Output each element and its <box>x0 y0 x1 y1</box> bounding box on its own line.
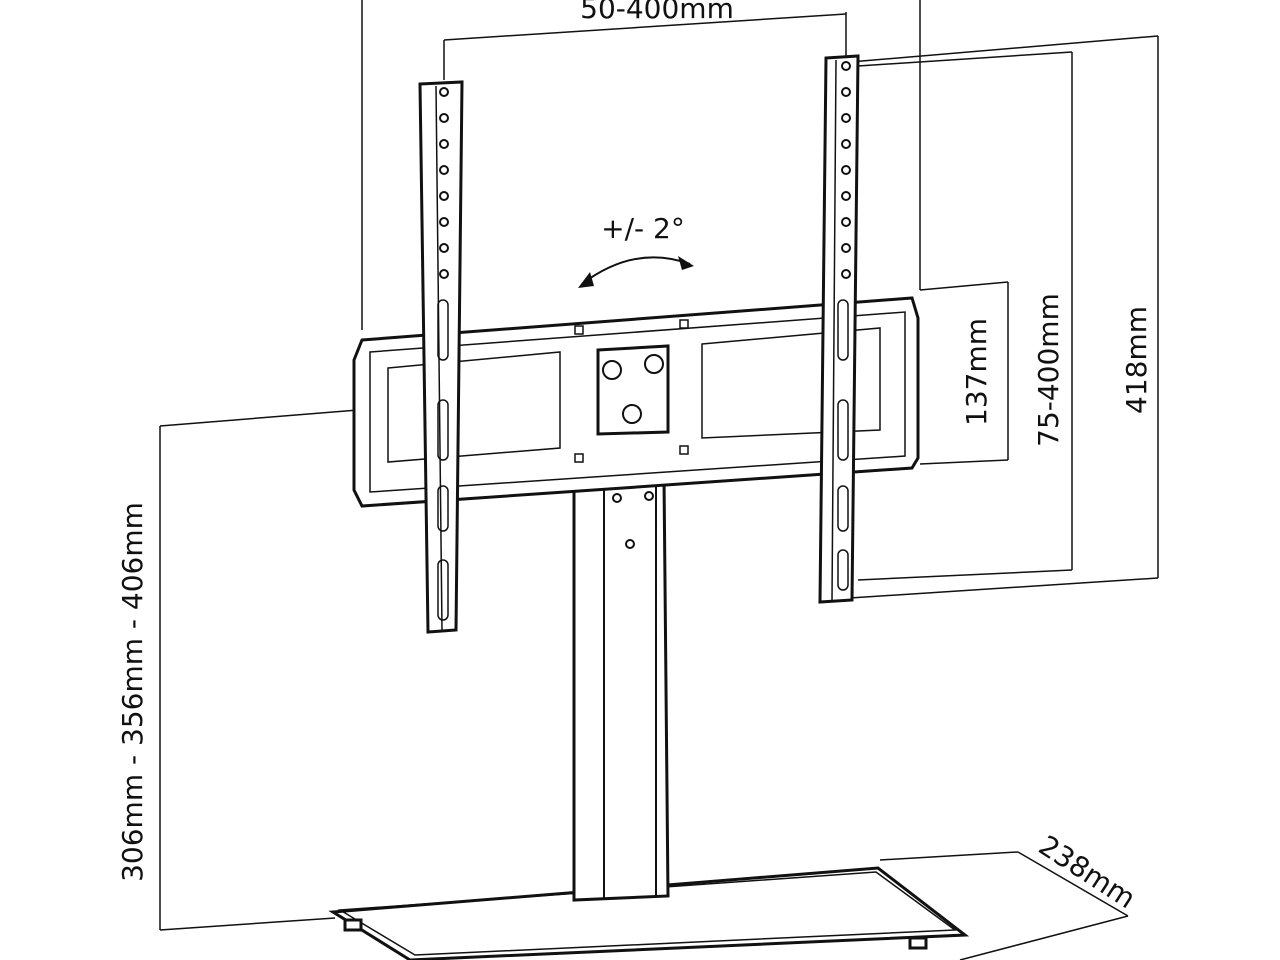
right-vertical-arm <box>818 54 860 604</box>
base-plate <box>328 866 970 960</box>
pole <box>572 476 670 902</box>
bracket-height-label: 137mm <box>960 318 993 426</box>
base-depth-label: 238mm <box>1033 829 1142 915</box>
left-vertical-arm <box>418 80 464 634</box>
tilt-arrow-icon <box>578 256 694 288</box>
dimension-lines <box>159 0 1159 960</box>
pole-height-label: 306mm - 356mm - 406mm <box>116 502 149 882</box>
vesa-width-label: 50-400mm <box>580 0 734 25</box>
vesa-height-label: 75-400mm <box>1032 293 1065 447</box>
tilt-label: +/- 2° <box>601 212 685 245</box>
total-height-label: 418mm <box>1120 306 1153 414</box>
horizontal-bracket <box>352 296 920 508</box>
